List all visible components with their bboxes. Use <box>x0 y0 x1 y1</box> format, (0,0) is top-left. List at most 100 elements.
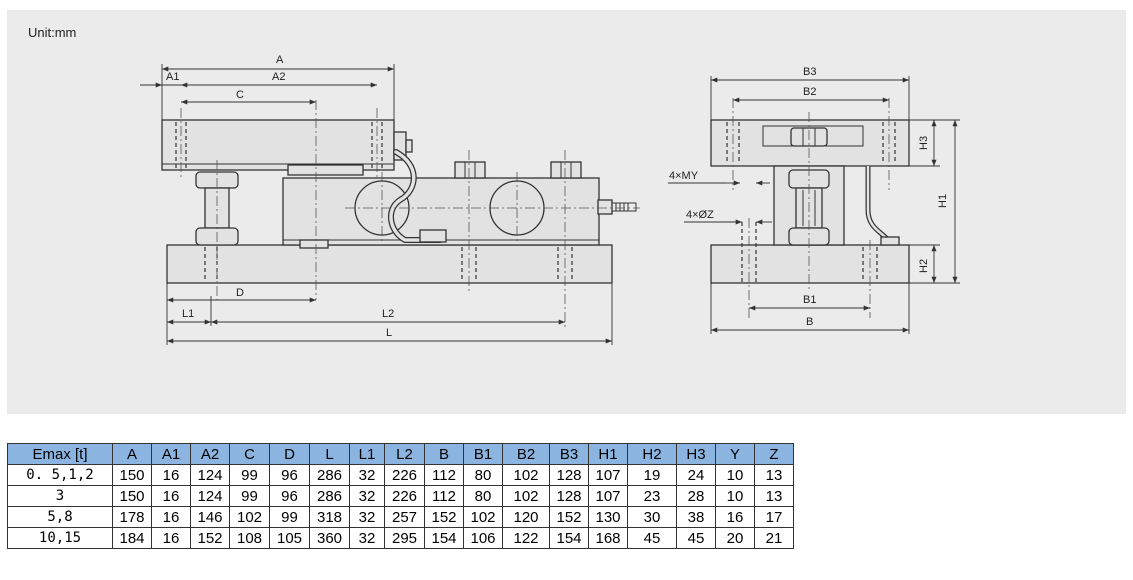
table-cell: 286 <box>309 464 350 486</box>
table-cell: 360 <box>309 527 350 549</box>
side-view: B3 B2 B1 B 4×MY 4×ØZ H1 H3 H2 <box>668 66 960 334</box>
table-cell: 45 <box>676 527 716 549</box>
dim-label-A2: A2 <box>272 71 285 83</box>
table-cell: 38 <box>676 506 716 528</box>
table-cell: 112 <box>424 464 464 486</box>
table-cell: 122 <box>502 527 550 549</box>
table-cell: 226 <box>384 464 425 486</box>
table-cell: 128 <box>549 485 589 507</box>
column-header: A1 <box>151 443 191 465</box>
column-header: Z <box>754 443 794 465</box>
table-cell: 102 <box>502 464 550 486</box>
table-cell: 105 <box>269 527 310 549</box>
table-cell: 106 <box>463 527 503 549</box>
column-header: B <box>424 443 464 465</box>
table-cell: 130 <box>588 506 628 528</box>
table-cell: 107 <box>588 485 628 507</box>
table-cell: 152 <box>549 506 589 528</box>
table-cell: 32 <box>349 485 385 507</box>
table-cell: 128 <box>549 464 589 486</box>
dim-label-H2: H2 <box>918 259 930 273</box>
table-cell: 96 <box>269 485 310 507</box>
table-cell: 102 <box>463 506 503 528</box>
table-row: 10,15 184 16 152 108 105 360 32 295 154 … <box>7 527 794 549</box>
table-cell: 107 <box>588 464 628 486</box>
table-cell: 102 <box>229 506 270 528</box>
table-cell: 286 <box>309 485 350 507</box>
mount-bolt-2 <box>550 161 582 179</box>
table-cell: 32 <box>349 464 385 486</box>
table-cell: 5,8 <box>7 506 113 528</box>
table-cell: 16 <box>151 464 191 486</box>
base-clip <box>299 239 329 249</box>
table-cell: 178 <box>112 506 152 528</box>
table-cell: 10,15 <box>7 527 113 549</box>
table-cell: 99 <box>269 506 310 528</box>
dim-label-L2: L2 <box>382 308 394 320</box>
table-cell: 16 <box>151 527 191 549</box>
top-plate-block <box>287 164 364 176</box>
dim-label-B1: B1 <box>803 294 816 306</box>
table-cell: 124 <box>190 464 230 486</box>
column-header: D <box>269 443 310 465</box>
table-cell: 16 <box>151 506 191 528</box>
table-cell: 30 <box>627 506 677 528</box>
table-cell: 0. 5,1,2 <box>7 464 113 486</box>
table-cell: 19 <box>627 464 677 486</box>
label-MY: 4×MY <box>669 170 699 182</box>
front-view: A A1 A2 C D L1 L2 L <box>140 54 640 345</box>
table-cell: 154 <box>424 527 464 549</box>
column-header: B1 <box>463 443 503 465</box>
dim-label-D: D <box>236 287 244 299</box>
table-cell: 120 <box>502 506 550 528</box>
table-cell: 10 <box>715 464 755 486</box>
table-cell: 96 <box>269 464 310 486</box>
top-plate <box>161 119 395 171</box>
dim-label-B: B <box>806 316 813 328</box>
dim-label-A: A <box>276 54 284 66</box>
dim-label-H3: H3 <box>918 136 930 150</box>
side-base-plate <box>710 244 910 284</box>
column-header: L <box>309 443 350 465</box>
table-cell: 80 <box>463 464 503 486</box>
dim-label-A1: A1 <box>166 71 179 83</box>
table-cell: 24 <box>676 464 716 486</box>
table-cell: 10 <box>715 485 755 507</box>
column-header: L1 <box>349 443 385 465</box>
column-header: L2 <box>384 443 425 465</box>
table-cell: 184 <box>112 527 152 549</box>
table-cell: 168 <box>588 527 628 549</box>
table-cell: 80 <box>463 485 503 507</box>
table-cell: 154 <box>549 527 589 549</box>
table-cell: 295 <box>384 527 425 549</box>
table-cell: 32 <box>349 506 385 528</box>
side-cable-clip <box>880 236 900 246</box>
column-header: A <box>112 443 152 465</box>
table-cell: 226 <box>384 485 425 507</box>
spec-table: Emax [t] A A1 A2 C D L L1 L2 B B1 B2 B3 … <box>7 443 794 549</box>
table-cell: 21 <box>754 527 794 549</box>
table-header-row: Emax [t] A A1 A2 C D L L1 L2 B B1 B2 B3 … <box>7 443 794 465</box>
column-header: B2 <box>502 443 550 465</box>
table-row: 5,8 178 16 146 102 99 318 32 257 152 102… <box>7 506 794 528</box>
column-header: H2 <box>627 443 677 465</box>
table-cell: 3 <box>7 485 113 507</box>
table-cell: 32 <box>349 527 385 549</box>
technical-drawing: A A1 A2 C D L1 L2 L <box>140 54 960 345</box>
column-header: Y <box>715 443 755 465</box>
column-header: A2 <box>190 443 230 465</box>
table-row: 3 150 16 124 99 96 286 32 226 112 80 102… <box>7 485 794 507</box>
table-cell: 28 <box>676 485 716 507</box>
cable-gland <box>597 199 613 215</box>
table-cell: 318 <box>309 506 350 528</box>
unit-label: Unit:mm <box>28 25 77 40</box>
dim-label-C: C <box>236 89 244 101</box>
dim-label-B2: B2 <box>803 86 816 98</box>
column-header: Emax [t] <box>7 443 113 465</box>
strap-nut <box>419 229 447 243</box>
column-header: B3 <box>549 443 589 465</box>
table-cell: 152 <box>190 527 230 549</box>
table-cell: 13 <box>754 464 794 486</box>
table-cell: 16 <box>715 506 755 528</box>
dim-label-B3: B3 <box>803 66 816 78</box>
